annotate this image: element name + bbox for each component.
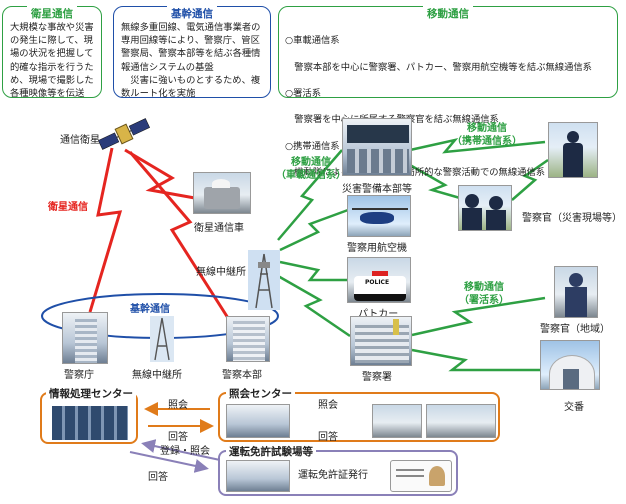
license-center-title: 運転免許試験場等: [226, 444, 316, 459]
link-aircraft: [280, 210, 348, 250]
officer-area-label: 警察官（地域）: [540, 320, 610, 335]
license-issue-label: 運転免許証発行: [298, 466, 368, 481]
inquiry-center-title: 照会センター: [226, 386, 295, 401]
aircraft-label: 警察用航空機: [347, 239, 407, 254]
trunk-comm-box-title: 基幹通信: [167, 6, 217, 21]
disaster-hq-photo: [342, 118, 412, 176]
query-label-2: 照会: [318, 396, 338, 411]
koban-label: 交番: [564, 398, 584, 413]
satellite-comm-box: 衛星通信 大規模な事故や災害の発生に際して、現場の状況を把握して的確な指示を行う…: [2, 6, 102, 98]
police-station-photo: [350, 316, 412, 366]
mobile-portable-label: 移動通信 （携帯通信系）: [452, 122, 522, 148]
mobile-station-text: 移動通信 （署活系）: [459, 282, 509, 306]
relay-station-label: 無線中継所: [196, 263, 246, 278]
satellite-comm-label: 衛星通信: [48, 198, 88, 213]
link-station: [278, 276, 350, 336]
officer-disaster-photo: [458, 185, 512, 231]
hq-label: 警察本部: [222, 366, 262, 381]
query-label-1: 照会: [168, 396, 188, 411]
relay-tower-icon: [248, 250, 280, 310]
mobile-comm-box-title: 移動通信: [423, 6, 473, 21]
satellite-vehicle-photo: [193, 172, 251, 214]
satellite-link-npa: [90, 148, 120, 312]
relay-tower-2-icon: [150, 316, 174, 362]
mobile-comm-box: 移動通信 ○車載通信系 警察本部を中心に警察署、パトカー、警察用航空機等を結ぶ無…: [278, 6, 618, 98]
info-center-box: 情報処理センター: [40, 392, 138, 444]
npa-photo: [62, 312, 108, 364]
satellite-comm-box-body: 大規模な事故や災害の発生に際して、現場の状況を把握して的確な指示を行うため、現場…: [10, 21, 96, 100]
answer-label-3: 回答: [148, 468, 168, 483]
trunk-comm-label: 基幹通信: [130, 300, 170, 315]
patrol-car-photo: POLICE: [347, 257, 411, 303]
satellite-label: 通信衛星: [60, 131, 100, 146]
answer-label-1: 回答: [168, 428, 188, 443]
officer-area-photo: [554, 266, 598, 318]
link-station-koban: [412, 350, 540, 370]
mobile-line-2: ○署活系: [285, 87, 612, 100]
mobile-line-0: ○車載通信系: [285, 34, 612, 47]
mobile-station-label: 移動通信 （署活系）: [459, 281, 509, 307]
disaster-hq-label: 災害警備本部等: [342, 180, 412, 195]
mobile-vehicle-label: 移動通信 （車載通信系）: [276, 156, 346, 182]
hq-photo: [226, 316, 270, 362]
officer-disaster-label: 警察官（災害現場等）: [522, 209, 622, 224]
npa-label: 警察庁: [64, 366, 94, 381]
inquiry-center-box: 照会センター: [218, 392, 500, 442]
mobile-vehicle-text: 移動通信 （車載通信系）: [276, 157, 346, 181]
register-query-label: 登録・照会: [160, 442, 210, 457]
satellite-icon: [96, 114, 152, 154]
koban-photo: [540, 340, 600, 390]
inquiry-photo-3: [426, 404, 496, 438]
trunk-comm-box: 基幹通信 無線多重回線、電気通信事業者の専用回線等により、警察庁、管区警察局、警…: [113, 6, 271, 98]
inquiry-photo-1: [226, 404, 290, 438]
satellite-vehicle-label: 衛星通信車: [194, 219, 244, 234]
answer-label-2: 回答: [318, 428, 338, 443]
inquiry-photo-2: [372, 404, 422, 438]
license-card-icon: [390, 460, 452, 492]
officer-portable-photo: [548, 122, 598, 178]
aircraft-photo: [347, 195, 411, 237]
license-photo: [226, 460, 290, 492]
trunk-comm-box-body: 無線多重回線、電気通信事業者の専用回線等により、警察庁、管区警察局、警察本部等を…: [121, 21, 265, 100]
relay-station-2-label: 無線中継所: [132, 366, 182, 381]
license-center-box: 運転免許試験場等 運転免許証発行: [218, 450, 458, 496]
link-patrol: [280, 262, 350, 280]
mobile-portable-text: 移動通信 （携帯通信系）: [452, 123, 522, 147]
police-station-label: 警察署: [362, 368, 392, 383]
info-center-title: 情報処理センター: [46, 386, 136, 401]
police-sign-text: POLICE: [365, 279, 389, 286]
satellite-comm-box-title: 衛星通信: [27, 6, 77, 21]
mobile-line-1: 警察本部を中心に警察署、パトカー、警察用航空機等を結ぶ無線通信系: [285, 61, 612, 74]
